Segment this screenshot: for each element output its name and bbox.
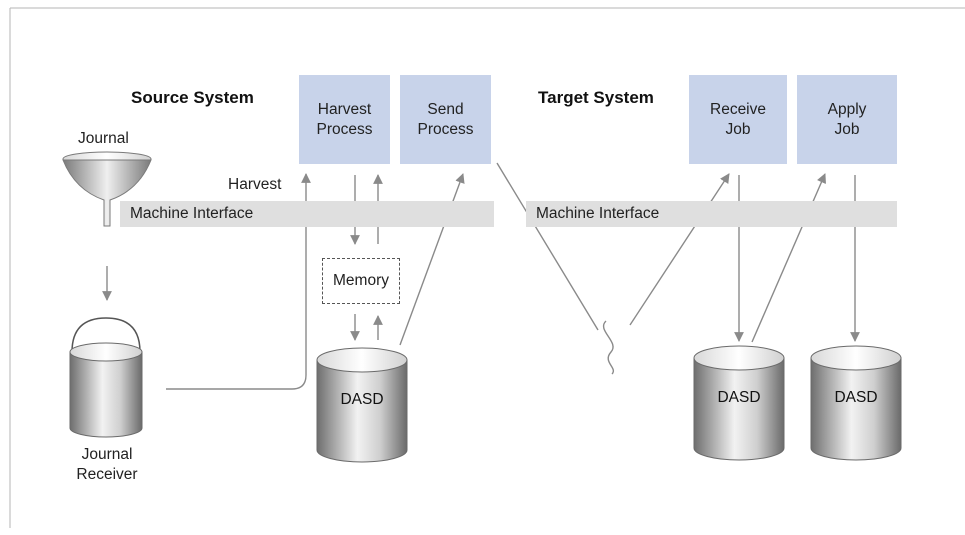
send-to-network-line [496, 162, 599, 331]
dasd-to-send-arrow [399, 173, 465, 346]
dasd-to-apply-arrow [751, 173, 826, 343]
network-break-icon [603, 320, 615, 375]
receive-job-box: Receive Job [689, 75, 787, 164]
journal-funnel-icon [62, 151, 152, 227]
journal-receiver-label: Journal Receiver [76, 446, 138, 483]
harvest-label: Harvest [228, 176, 282, 193]
source-machine-interface-bar: Machine Interface [120, 201, 494, 227]
target-dasd-apply-label: DASD [834, 389, 878, 406]
target-machine-interface-bar: Machine Interface [526, 201, 897, 227]
target-dasd-receive-cylinder-icon [693, 345, 785, 461]
source-dasd-label: DASD [340, 391, 384, 408]
apply-job-box: Apply Job [797, 75, 897, 164]
target-system-heading: Target System [538, 88, 654, 107]
send-process-box: Send Process [400, 75, 491, 164]
harvest-process-box: Harvest Process [299, 75, 390, 164]
receiver-harvest-arrow [166, 173, 311, 390]
target-dasd-receive-label: DASD [717, 389, 761, 406]
memory-box: Memory [322, 258, 400, 304]
journal-receiver-bucket-icon [69, 317, 143, 438]
target-dasd-apply-cylinder-icon [810, 345, 902, 461]
source-dasd-cylinder-icon [316, 347, 408, 463]
network-to-receive-arrow [629, 173, 730, 326]
source-system-heading: Source System [131, 88, 254, 107]
journal-label: Journal [78, 130, 129, 147]
